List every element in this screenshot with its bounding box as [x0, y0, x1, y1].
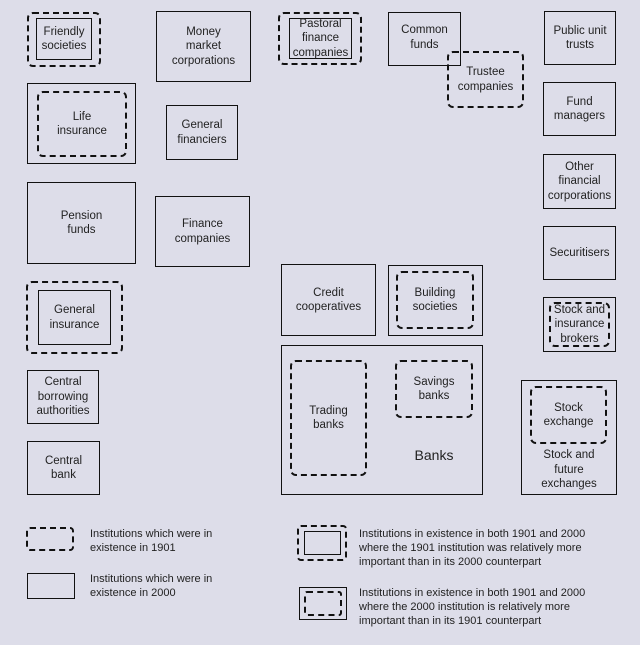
- legend-swatch-2000-more-inner: [304, 591, 342, 616]
- credit-cooperatives: Credit cooperatives: [281, 264, 376, 336]
- fund-managers: Fund managers: [543, 82, 616, 136]
- stock-exchanges-group: [521, 380, 617, 495]
- pension-funds: Pension funds: [27, 182, 136, 264]
- building-societies: Building societies: [396, 271, 474, 329]
- stock-exchange: Stock exchange: [530, 386, 607, 444]
- legend-swatch-1901: [26, 527, 74, 551]
- legend-swatch-2000-more-outer: [299, 587, 347, 620]
- securitisers: Securitisers: [543, 226, 616, 280]
- money-market-corporations: Money market corporations: [156, 11, 251, 82]
- central-borrowing-authorities: Central borrowing authorities: [27, 370, 99, 424]
- legend-swatch-2000: [27, 573, 75, 599]
- pastoral-finance-outer: [278, 12, 362, 65]
- legend-text-1901: Institutions which were in existence in …: [90, 528, 213, 554]
- stock-and-insurance-brokers: Stock and insurance brokers: [549, 302, 610, 347]
- savings-banks: Savings banks: [395, 360, 473, 418]
- friendly-societies-outer: [27, 12, 101, 67]
- building-societies-outer: [388, 265, 483, 336]
- legend-swatch-1901-more-outer: [297, 525, 347, 561]
- stock-and-insurance-brokers-outer: [543, 297, 616, 352]
- general-insurance: General insurance: [38, 290, 111, 345]
- friendly-societies: Friendly societies: [36, 18, 92, 60]
- banks-group: [281, 345, 483, 495]
- legend-text-2000: Institutions which were in existence in …: [90, 573, 213, 599]
- general-financiers: General financiers: [166, 105, 238, 160]
- general-insurance-outer: [26, 281, 123, 354]
- life-insurance: Life insurance: [37, 91, 127, 157]
- legend-text-1901-more: Institutions in existence in both 1901 a…: [359, 528, 586, 568]
- life-insurance-outer: [27, 83, 136, 164]
- legend-swatch-1901-more-inner: [304, 531, 341, 555]
- pastoral-finance-companies: Pastoral finance companies: [289, 18, 352, 59]
- other-financial-corporations: Other financial corporations: [543, 154, 616, 209]
- stock-and-future-exchanges: Stock and future exchanges: [541, 449, 597, 490]
- common-funds: Common funds: [388, 12, 461, 66]
- legend-text-2000-more: Institutions in existence in both 1901 a…: [359, 587, 586, 627]
- trustee-companies: Trustee companies: [447, 51, 524, 108]
- central-bank: Central bank: [27, 441, 100, 495]
- banks-label: Banks: [414, 447, 454, 463]
- trading-banks: Trading banks: [290, 360, 367, 476]
- finance-companies: Finance companies: [155, 196, 250, 267]
- public-unit-trusts: Public unit trusts: [544, 11, 616, 65]
